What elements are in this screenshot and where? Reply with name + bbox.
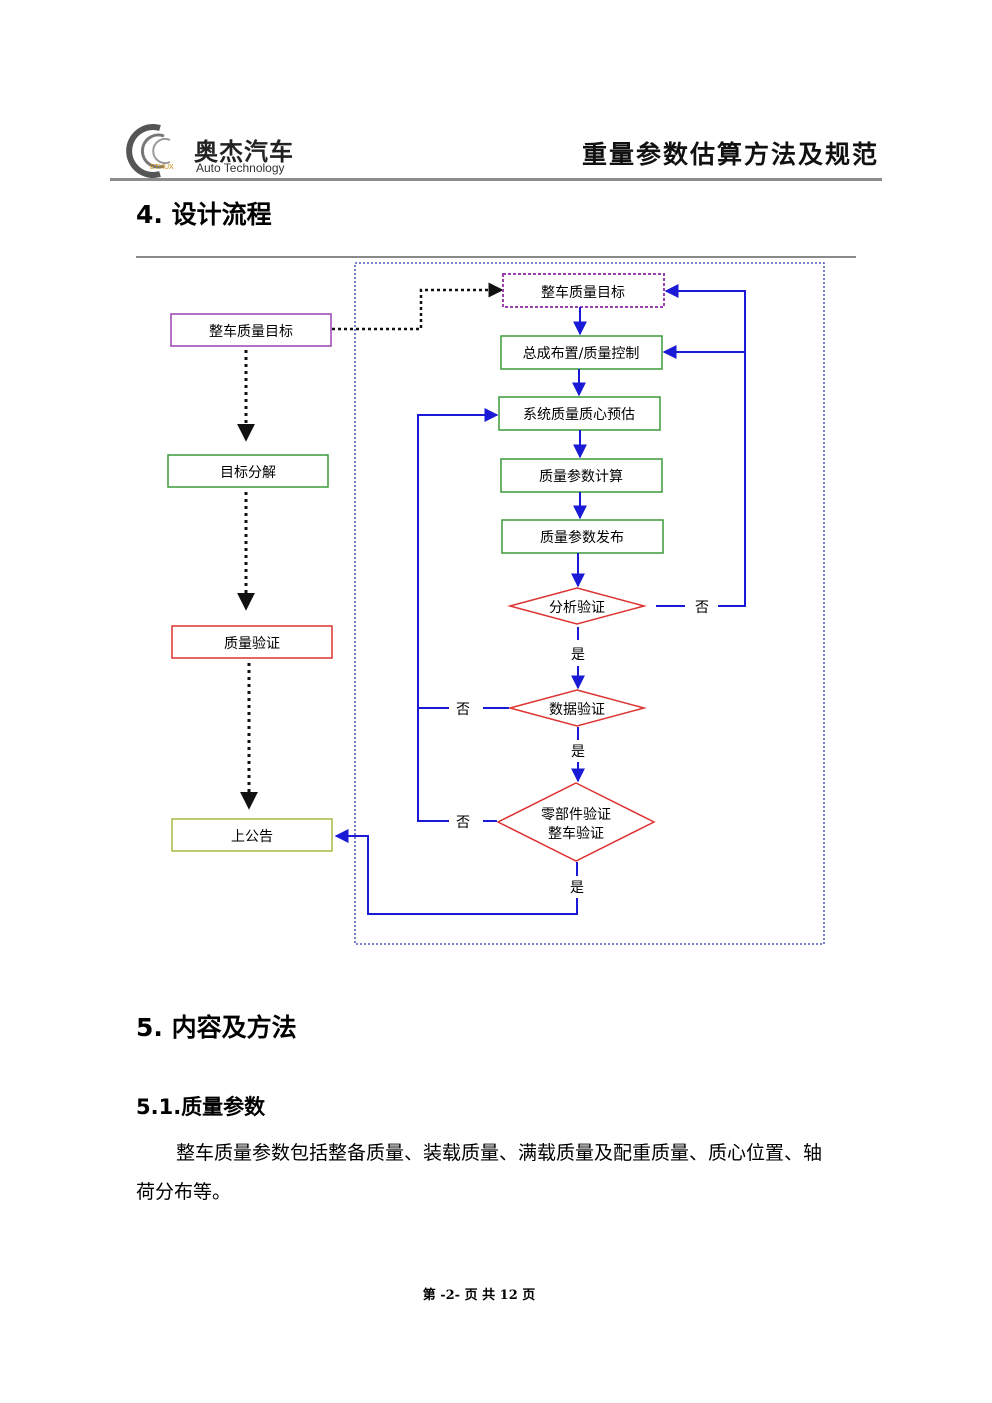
left-box-1-label: 整车质量目标 bbox=[209, 323, 293, 340]
decision-component-label-1: 零部件验证 bbox=[541, 807, 611, 823]
section-5-1-heading: 5.1.质量参数 bbox=[136, 1095, 266, 1119]
section-4-heading: 4. 设计流程 bbox=[136, 200, 272, 229]
right-box-2: 总成布置/质量控制 bbox=[500, 335, 663, 370]
right-box-5: 质量参数发布 bbox=[501, 519, 664, 554]
label-yes-2: 是 bbox=[571, 744, 585, 760]
right-box-1-label: 整车质量目标 bbox=[541, 284, 625, 301]
left-box-3: 质量验证 bbox=[171, 625, 333, 659]
left-box-1: 整车质量目标 bbox=[170, 313, 332, 347]
decision-component-label-2: 整车验证 bbox=[548, 825, 604, 842]
process-container bbox=[354, 262, 825, 945]
right-box-4: 质量参数计算 bbox=[500, 458, 663, 493]
left-box-3-label: 质量验证 bbox=[224, 636, 280, 652]
design-flowchart: 整车质量目标 目标分解 质量验证 上公告 整车质量目标 总成布置/质量控制 系统… bbox=[136, 256, 856, 945]
company-name-cn: 奥杰汽车 bbox=[194, 138, 294, 166]
flow-arrows bbox=[334, 284, 746, 915]
decision-analysis: 分析验证 bbox=[507, 587, 647, 625]
company-logo-icon bbox=[126, 124, 171, 178]
decision-analysis-label: 分析验证 bbox=[549, 600, 605, 616]
company-name-en: Auto Technology bbox=[196, 161, 285, 175]
decision-data: 数据验证 bbox=[507, 689, 647, 727]
paragraph-line-2: 荷分布等。 bbox=[136, 1181, 232, 1203]
link-arrow-top bbox=[332, 282, 504, 331]
right-box-1: 整车质量目标 bbox=[502, 273, 665, 308]
right-box-3: 系统质量质心预估 bbox=[498, 396, 661, 431]
left-box-2: 目标分解 bbox=[167, 454, 329, 488]
label-yes-3: 是 bbox=[570, 880, 584, 896]
left-box-4: 上公告 bbox=[171, 818, 333, 852]
decision-component: 零部件验证 整车验证 bbox=[496, 782, 656, 862]
label-no-2: 否 bbox=[456, 702, 470, 718]
page-footer: 第 -2- 页 共 12 页 bbox=[422, 1288, 536, 1303]
left-box-2-label: 目标分解 bbox=[220, 465, 276, 481]
logo-small-text: ETHUX bbox=[150, 164, 174, 171]
right-box-4-label: 质量参数计算 bbox=[539, 468, 623, 485]
label-no-1: 否 bbox=[695, 600, 709, 616]
label-no-3: 否 bbox=[456, 815, 470, 831]
paragraph-line-1: 整车质量参数包括整备质量、装载质量、满载质量及配重质量、质心位置、轴 bbox=[176, 1142, 823, 1164]
right-box-5-label: 质量参数发布 bbox=[540, 529, 624, 546]
right-box-2-label: 总成布置/质量控制 bbox=[523, 346, 640, 362]
section-5-1-paragraph: 整车质量参数包括整备质量、装载质量、满载质量及配重质量、质心位置、轴 荷分布等。 bbox=[136, 1134, 860, 1212]
decision-data-label: 数据验证 bbox=[549, 702, 605, 718]
header-rule bbox=[110, 178, 882, 181]
label-yes-1: 是 bbox=[571, 647, 585, 663]
document-title: 重量参数估算方法及规范 bbox=[582, 140, 880, 169]
left-box-4-label: 上公告 bbox=[231, 829, 273, 845]
section-5-heading: 5. 内容及方法 bbox=[136, 1013, 297, 1042]
right-box-3-label: 系统质量质心预估 bbox=[523, 407, 635, 423]
